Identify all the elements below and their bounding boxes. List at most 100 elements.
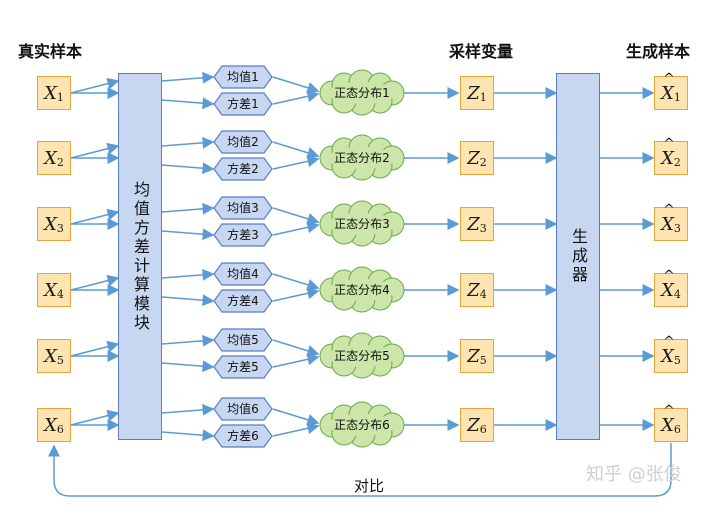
x-to-encoder-arrow-a [70, 208, 120, 225]
symbol-index: 5 [673, 353, 681, 367]
symbol-letter: X [44, 147, 57, 169]
symbol-index: 1 [673, 90, 681, 104]
var-to-dist-arrow [272, 155, 320, 170]
mean-label-6: 均值6 [227, 402, 259, 416]
distribution-label-3: 正态分布3 [334, 217, 390, 231]
normal-distribution-cloud-3 [319, 200, 405, 247]
watermark: 知乎 @张俊 [586, 464, 682, 485]
mean-hexagon-3 [213, 196, 273, 220]
symbol-letter: X [44, 345, 57, 367]
encoder-to-mean-arrow [161, 202, 215, 215]
symbol-letter: Z [467, 345, 480, 367]
symbol-index: 6 [479, 422, 487, 436]
encoder-to-var-arrow [161, 162, 215, 175]
var-to-dist-arrow [272, 422, 320, 437]
normal-distribution-cloud-5 [319, 332, 405, 379]
mean-to-dist-arrow [272, 207, 320, 225]
normal-distribution-cloud-1 [319, 69, 405, 116]
mean-to-dist-arrow [272, 273, 320, 291]
generated-sample-6: X6 [654, 403, 688, 442]
symbol-index: 3 [673, 221, 681, 235]
symbol-index: 5 [479, 353, 487, 367]
symbol-letter: X [661, 202, 675, 235]
symbol-letter: X [661, 71, 675, 104]
var-to-dist-arrow [272, 221, 320, 236]
encoder-to-mean-arrow [161, 71, 215, 84]
mean-hexagon-6 [213, 397, 273, 421]
var-to-dist-arrow [272, 287, 320, 302]
symbol-index: 4 [479, 287, 487, 301]
symbol-index: 6 [56, 422, 64, 436]
symbol-index: 5 [56, 353, 64, 367]
mean-hexagon-2 [213, 130, 273, 154]
var-to-dist-arrow [272, 353, 320, 368]
variance-hexagon-3 [213, 223, 273, 247]
compare-label: 对比 [354, 477, 385, 495]
x-to-encoder-arrow-a [70, 142, 120, 159]
variance-label-5: 方差5 [227, 360, 259, 374]
encoder-to-mean-arrow [161, 334, 215, 347]
symbol-index: 4 [673, 287, 681, 301]
mean-label-3: 均值3 [227, 201, 259, 215]
comparison-loop-arrow [48, 443, 672, 497]
encoder-to-mean-arrow [161, 403, 215, 416]
mean-to-dist-arrow [272, 339, 320, 357]
variance-hexagon-1 [213, 92, 273, 116]
variance-hexagon-4 [213, 289, 273, 313]
mean-variance-module: 均值方差计算模块 [118, 73, 162, 440]
sampled-variables-header: 采样变量 [449, 42, 514, 61]
var-to-dist-arrow [272, 90, 320, 105]
symbol-index: 2 [479, 155, 487, 169]
symbol-letter: X [661, 268, 675, 301]
symbol-letter: X [44, 82, 57, 104]
encoder-to-mean-arrow [161, 268, 215, 281]
distribution-label-2: 正态分布2 [334, 151, 390, 165]
symbol-letter: X [44, 213, 57, 235]
mean-variance-module-label: 均值方差计算模块 [131, 180, 150, 333]
encoder-to-var-arrow [161, 429, 215, 442]
real-samples-header: 真实样本 [18, 42, 83, 61]
mean-hexagon-4 [213, 262, 273, 286]
symbol-letter: X [661, 403, 675, 436]
mean-label-5: 均值5 [227, 333, 259, 347]
mean-label-4: 均值4 [227, 267, 259, 281]
normal-distribution-cloud-4 [319, 266, 405, 313]
variance-label-2: 方差2 [227, 162, 259, 176]
symbol-index: 4 [56, 287, 64, 301]
generator-module: 生成器 [556, 73, 600, 440]
symbol-letter: X [44, 414, 57, 436]
mean-to-dist-arrow [272, 141, 320, 159]
mean-hexagon-1 [213, 65, 273, 89]
mean-to-dist-arrow [272, 76, 320, 94]
encoder-to-var-arrow [161, 360, 215, 373]
x-to-encoder-arrow-a [70, 274, 120, 291]
generated-sample-4: X4 [654, 268, 688, 307]
symbol-letter: Z [467, 414, 480, 436]
symbol-letter: Z [467, 279, 480, 301]
generated-sample-1: X1 [654, 71, 688, 110]
symbol-index: 1 [56, 90, 64, 104]
variance-hexagon-5 [213, 355, 273, 379]
variance-label-3: 方差3 [227, 228, 259, 242]
mean-label-2: 均值2 [227, 135, 259, 149]
x-to-encoder-arrow-a [70, 340, 120, 357]
mean-hexagon-5 [213, 328, 273, 352]
symbol-index: 1 [479, 90, 487, 104]
normal-distribution-cloud-2 [319, 134, 405, 181]
symbol-index: 3 [479, 221, 487, 235]
x-to-encoder-arrow-a [70, 409, 120, 426]
variance-label-4: 方差4 [227, 294, 259, 308]
variance-label-1: 方差1 [227, 97, 259, 111]
